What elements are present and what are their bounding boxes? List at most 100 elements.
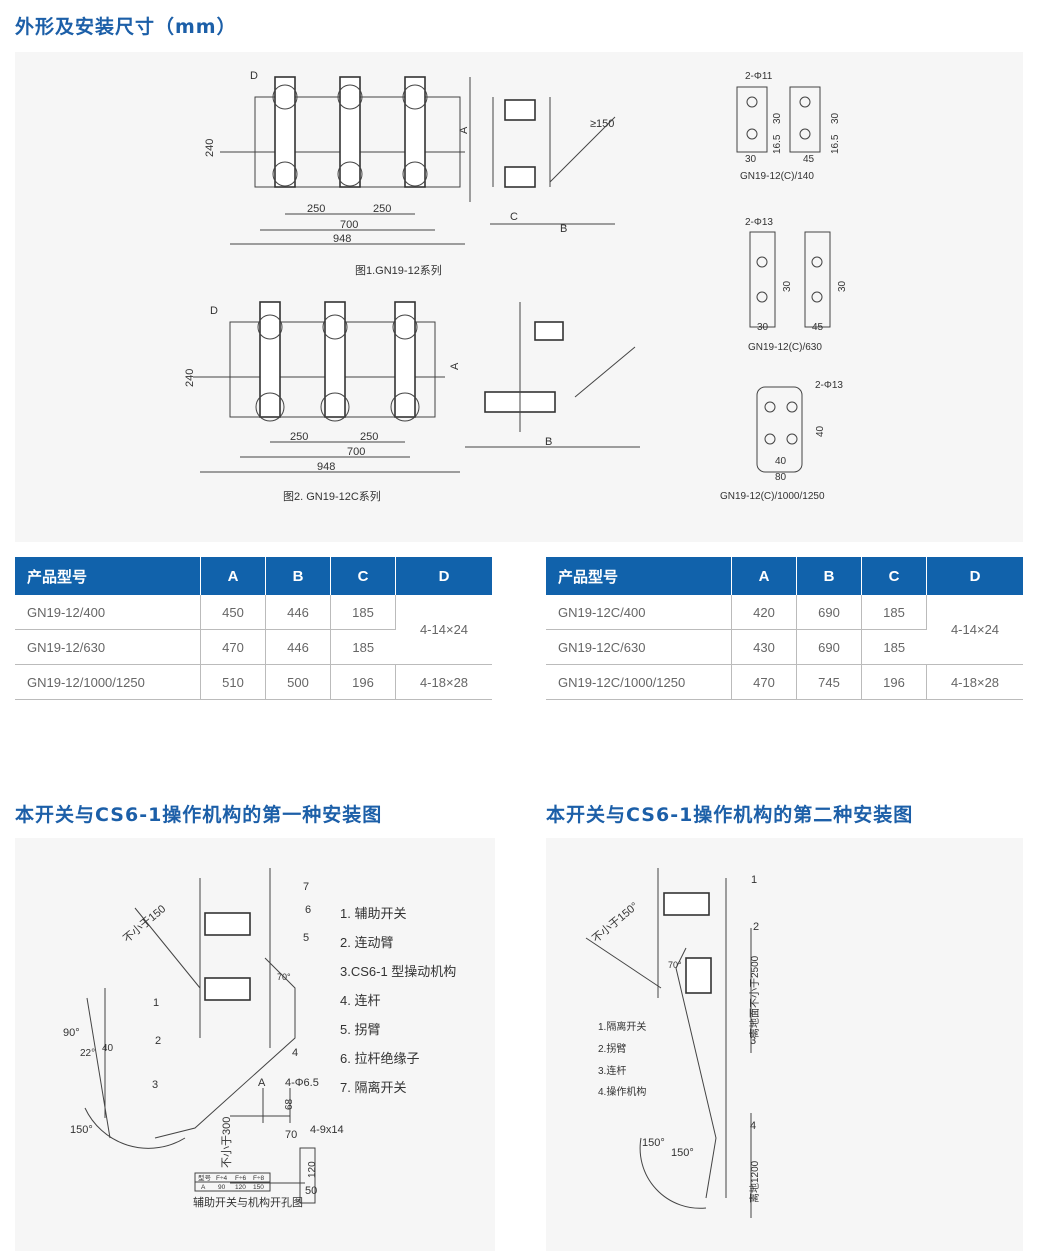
page-title: 外形及安装尺寸（mm） <box>15 16 237 38</box>
section2-labels-1: 70° <box>668 960 682 970</box>
section1-labels-5: 70° <box>277 972 291 982</box>
section1-hole-table-1-3: 150 <box>253 1184 264 1191</box>
fig1-dims-7: C <box>510 211 518 223</box>
fig2-dims-4: 240 <box>184 369 196 387</box>
terminals-1-dims-5: 30 <box>837 280 848 292</box>
terminals-2-dims-3: 40 <box>815 425 826 437</box>
section1-legend-2: 3.CS6-1 型操动机构 <box>340 964 456 979</box>
table_left-rows-0-0: GN19-12/400 <box>15 595 201 630</box>
section1-labels-4: 150° <box>70 1124 93 1136</box>
table_right-rows-1-1: 430 <box>731 629 797 665</box>
table_right-headers-3: C <box>861 557 927 595</box>
table_left-rows-1-1: 470 <box>200 629 266 665</box>
fig2-dims-2: 700 <box>347 446 365 458</box>
section1-labels-6: 1 <box>153 997 159 1009</box>
section2-labels-9: 4 <box>750 1120 756 1132</box>
section2-title: 本开关与CS6-1操作机构的第二种安装图 <box>546 804 914 826</box>
section2-labels-6: 1 <box>751 874 757 886</box>
table_left-rows-1-2: 446 <box>265 629 331 665</box>
table_left-headers-1: A <box>200 557 266 595</box>
section1-legend-0: 1. 辅助开关 <box>340 906 406 921</box>
table_left-headers-2: B <box>265 557 331 595</box>
section1-hole-a: A <box>258 1077 266 1089</box>
section1-labels-1: 90° <box>63 1027 80 1039</box>
section1-legend-4: 5. 拐臂 <box>340 1022 380 1037</box>
fig1-dims-1: 250 <box>373 203 391 215</box>
terminals-1-dims-0: 30 <box>757 322 769 333</box>
table_left-d_merged: 4-14×24 <box>395 595 492 665</box>
section1-labels-9: 4 <box>292 1047 298 1059</box>
section1-hole-table-0-0: 型号 <box>198 1173 212 1182</box>
section1-hole-table-1-0: A <box>201 1184 206 1191</box>
section1-labels-12: 7 <box>303 881 309 893</box>
section1-labels-0: 不小于150 <box>121 902 169 945</box>
section1-hole-caption: 辅助开关与机构开孔图 <box>193 1195 303 1209</box>
terminals-2-dims-1: 80 <box>775 472 787 483</box>
terminals-0-dims-0: 30 <box>745 154 757 165</box>
install-diagram-2: 不小于150° 70° 离地面不小于2500 150°150° 离地1200 1… <box>546 838 1023 1251</box>
section2-legend-3: 4.操作机构 <box>598 1085 646 1098</box>
fig1-dims-5: A <box>458 126 470 134</box>
terminals-1-dims-1: 45 <box>812 322 824 333</box>
terminal-140-dim-16-5-right: 16.5 <box>830 134 841 154</box>
table_left-rows-0-1: 450 <box>200 595 266 630</box>
table_right-headers-4: D <box>926 557 1023 595</box>
table_right-headers-0: 产品型号 <box>546 557 732 595</box>
table_left-d_last: 4-18×28 <box>395 664 492 700</box>
section1-legend-1: 2. 连动臂 <box>340 935 393 950</box>
table_left-headers-3: C <box>330 557 396 595</box>
section2-labels-0: 不小于150° <box>590 899 641 945</box>
section1-hole-d120: 120 <box>307 1161 318 1178</box>
fig1-dims-4: 240 <box>204 139 216 157</box>
terminals-0-dims-3: 30 <box>772 112 783 124</box>
table_left-rows-2-2: 500 <box>265 664 331 700</box>
fig1-dims-0: 250 <box>307 203 325 215</box>
section1-hole-table-0-3: F÷8 <box>253 1175 265 1182</box>
table_right-rows-2-0: GN19-12C/1000/1250 <box>546 664 732 700</box>
section1-legend-3: 4. 连杆 <box>340 993 380 1008</box>
table_left-rows-0-3: 185 <box>330 595 396 630</box>
fig2-caption: 图2. GN19-12C系列 <box>283 489 381 503</box>
section1-legend-6: 7. 隔离开关 <box>340 1080 406 1095</box>
section2-legend-2: 3.连杆 <box>598 1064 626 1077</box>
section2-labels-5: 离地1200 <box>748 1160 761 1203</box>
table_right-d_last: 4-18×28 <box>926 664 1023 700</box>
fig2-dims-0: 250 <box>290 431 308 443</box>
section1-hole-d300: 不小于300 <box>220 1117 233 1168</box>
table_right-rows-0-2: 690 <box>796 595 862 630</box>
fig2-side-view: B <box>465 302 640 448</box>
table_right-d_merged: 4-14×24 <box>926 595 1023 665</box>
table_right-rows-2-2: 745 <box>796 664 862 700</box>
fig1-side-view: B C≥150 <box>490 97 616 235</box>
fig2-dims-6: B <box>545 436 552 448</box>
section1-hole-table-1-1: 90 <box>218 1184 226 1191</box>
table_left-rows-2-0: GN19-12/1000/1250 <box>15 664 201 700</box>
section1-legend-5: 6. 拉杆绝缘子 <box>340 1051 419 1066</box>
table_right-rows-2-3: 196 <box>861 664 927 700</box>
section1-hole-d68: 68 <box>284 1098 295 1110</box>
section2-labels-2: 离地面不小于2500 <box>748 955 761 1038</box>
table_right-rows-2-1: 470 <box>731 664 797 700</box>
section2-labels-4: 150° <box>671 1147 694 1159</box>
terminals-0-caption: GN19-12(C)/140 <box>740 171 814 182</box>
section2-legend-0: 1.隔离开关 <box>598 1020 646 1033</box>
fig1-dims-6: B <box>560 223 567 235</box>
section1-labels-8: 3 <box>152 1079 158 1091</box>
fig1-dims-2: 700 <box>340 219 358 231</box>
table_left-rows-0-2: 446 <box>265 595 331 630</box>
